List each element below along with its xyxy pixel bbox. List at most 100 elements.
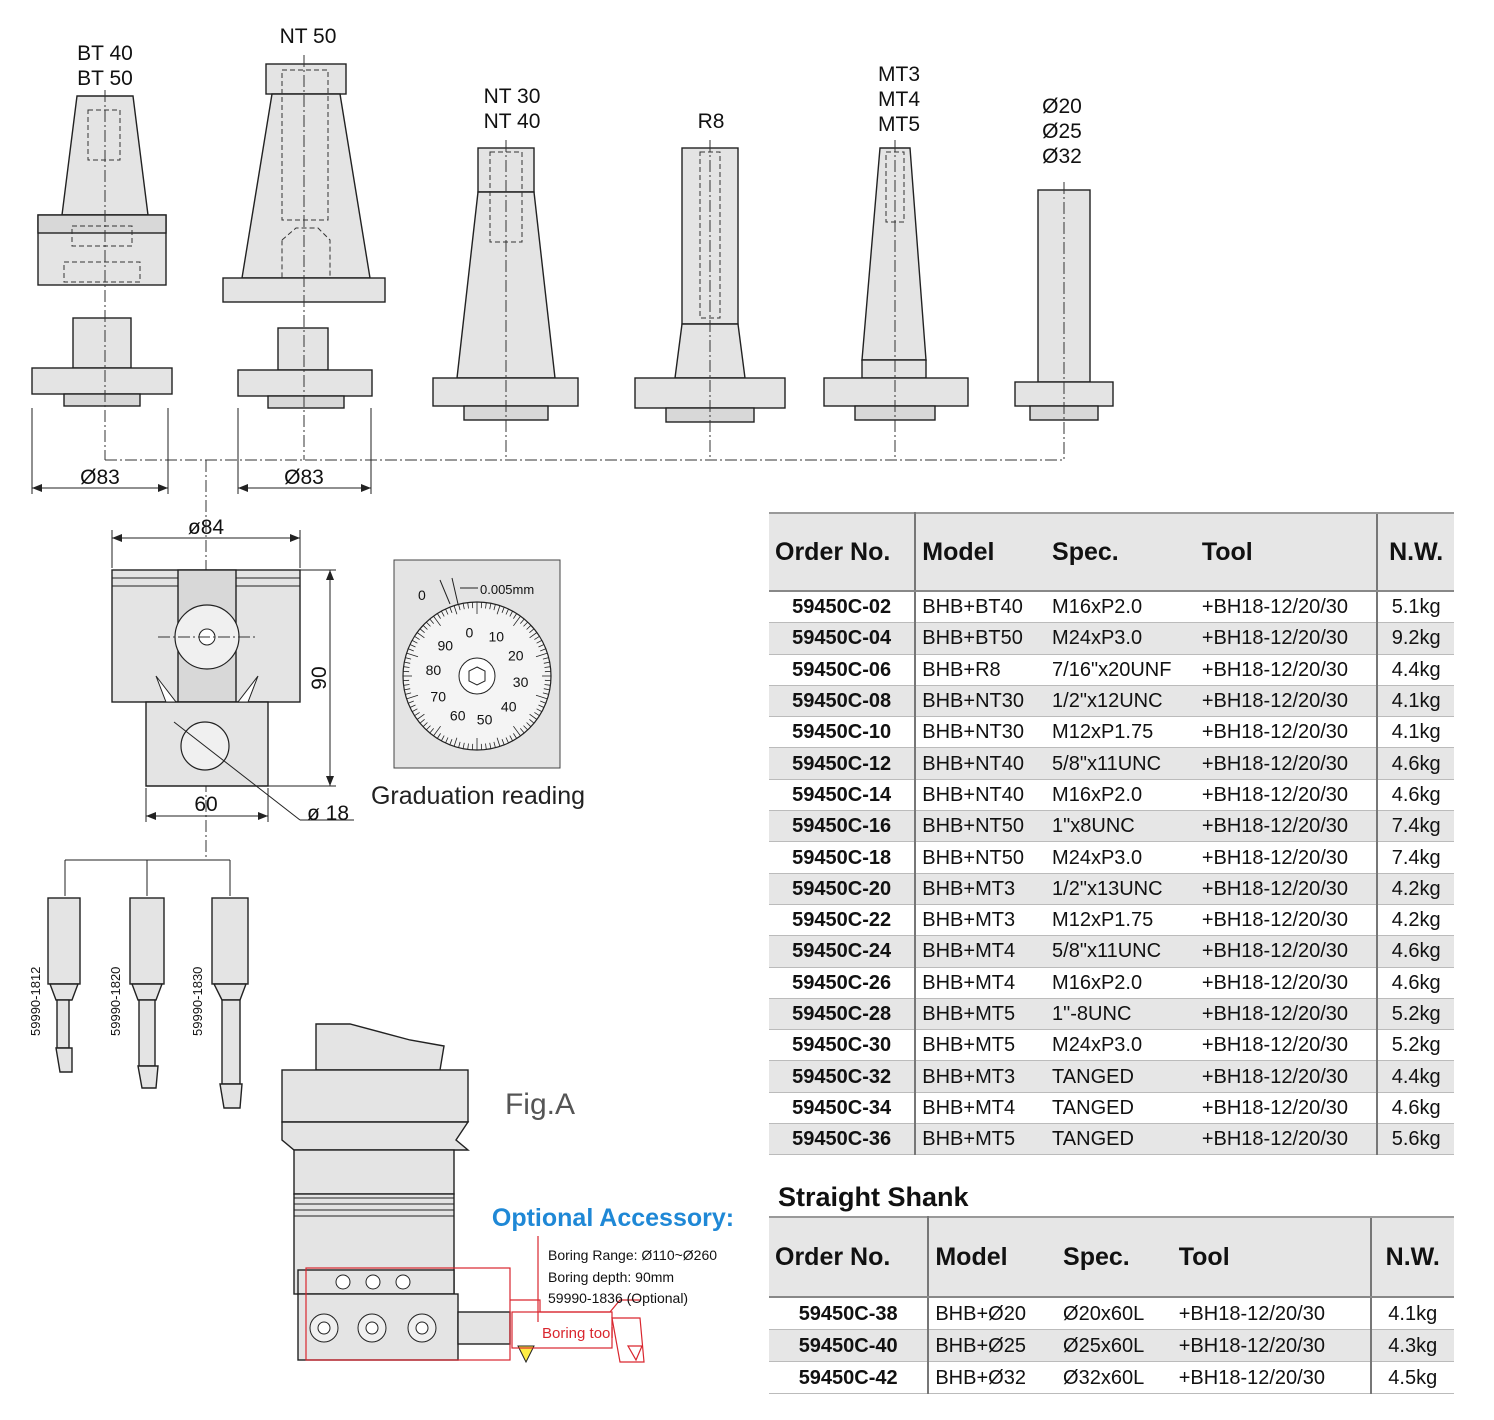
dial-tick xyxy=(405,657,412,660)
dial-tick xyxy=(406,652,419,658)
dial-tick xyxy=(449,607,453,613)
cell-model: BHB+MT3 xyxy=(915,1060,1047,1093)
nt50-shank xyxy=(222,55,386,460)
dial-tick xyxy=(445,608,449,615)
cell-spec: TANGED xyxy=(1046,1123,1196,1156)
dial-number: 60 xyxy=(450,708,466,724)
dial-tick xyxy=(513,615,521,627)
tool-1812 xyxy=(47,897,81,1073)
nt3040-shank xyxy=(432,140,579,460)
cell-nw: 4.2kg xyxy=(1376,873,1454,905)
col-model: Model xyxy=(915,512,1047,592)
cell-spec: M12xP1.75 xyxy=(1046,716,1196,749)
boring-tool-label: Boring tool xyxy=(542,1325,614,1342)
dial-number: 70 xyxy=(430,689,446,705)
dial-tick xyxy=(404,661,411,664)
cell-nw: 4.6kg xyxy=(1376,779,1454,812)
dial-ticks xyxy=(403,602,551,750)
cell-tool: +BH18-12/20/30 xyxy=(1195,716,1378,749)
dim-60 xyxy=(145,788,269,822)
graduation-title: Graduation reading xyxy=(371,782,585,810)
cell-spec: M24xP3.0 xyxy=(1046,622,1196,655)
dial-tick xyxy=(538,644,545,648)
dial-tick xyxy=(422,722,428,727)
dial-tick xyxy=(493,604,496,611)
dial-tick xyxy=(429,618,435,624)
col-nw: N.W. xyxy=(1369,1216,1454,1298)
cell-nw: 7.4kg xyxy=(1376,810,1454,843)
dial-tick xyxy=(426,621,431,627)
dial-tick xyxy=(543,661,550,664)
label-bt40: BT 40 xyxy=(77,42,133,65)
dim-90-text: 90 xyxy=(308,666,331,689)
dial-tick xyxy=(513,613,518,619)
dial-tick xyxy=(458,741,461,748)
col-spec: Spec. xyxy=(1046,512,1196,592)
dial-tick xyxy=(489,742,492,749)
cell-nw: 4.6kg xyxy=(1376,1092,1454,1125)
dial-tick xyxy=(538,704,545,708)
dial-tick xyxy=(416,713,425,720)
dial-tick xyxy=(542,657,549,660)
cell-nw: 4.2kg xyxy=(1376,904,1454,937)
dial-number: 20 xyxy=(508,647,524,663)
dial-tick xyxy=(529,713,538,720)
label-r8: R8 xyxy=(698,110,725,133)
dial-tick xyxy=(433,725,441,737)
cell-nw: 4.6kg xyxy=(1376,935,1454,968)
dim-83-right xyxy=(237,408,372,494)
dial-tick xyxy=(529,628,535,634)
dial-tick xyxy=(405,692,412,695)
dial-tick xyxy=(505,737,509,744)
dial-tick xyxy=(543,688,550,691)
cell-tool: +BH18-12/20/30 xyxy=(1195,841,1378,874)
straight-shank xyxy=(1014,182,1114,460)
dim-60-text: 60 xyxy=(194,793,217,816)
tool-1820-label: 59990-1820 xyxy=(108,967,123,1036)
cell-spec: 7/16"x20UNF xyxy=(1046,654,1196,686)
dial-tick xyxy=(509,735,513,741)
dial-tick xyxy=(408,648,414,652)
dial-tick xyxy=(493,741,496,748)
cell-order-no: 59450C-16 xyxy=(769,810,917,843)
col-order-no: Order No. xyxy=(769,1216,930,1298)
dial-number: 10 xyxy=(489,629,505,645)
col-model: Model xyxy=(928,1216,1058,1298)
dial-tick xyxy=(509,611,513,617)
cell-nw: 5.2kg xyxy=(1376,998,1454,1031)
dial-tick xyxy=(534,712,540,717)
dial-number: 90 xyxy=(438,637,454,653)
tool-1812-label: 59990-1812 xyxy=(28,967,43,1036)
cell-spec: M16xP2.0 xyxy=(1046,967,1196,999)
cell-model: BHB+MT5 xyxy=(915,1123,1047,1156)
cell-model: BHB+Ø32 xyxy=(928,1361,1058,1394)
cell-model: BHB+R8 xyxy=(915,654,1047,686)
dial-tick xyxy=(534,635,540,640)
tool-1830 xyxy=(211,897,249,1109)
dial-tick xyxy=(526,722,532,727)
dial-tick xyxy=(426,725,431,731)
dial-tick xyxy=(540,700,546,704)
dial-tick xyxy=(419,628,425,634)
dial-tick xyxy=(519,728,525,734)
cell-spec: Ø20x60L xyxy=(1057,1297,1173,1330)
order-table: Order No. Model Spec. Tool N.W. 59450C-0… xyxy=(769,512,1454,1156)
cell-nw: 4.6kg xyxy=(1376,747,1454,780)
dial-tick xyxy=(496,737,501,747)
dial-tick xyxy=(467,743,469,750)
dial-tick xyxy=(544,684,551,686)
dial-tick xyxy=(453,605,458,615)
cell-order-no: 59450C-02 xyxy=(769,591,917,624)
label-mt3: MT3 xyxy=(878,63,920,86)
cell-tool: +BH18-12/20/30 xyxy=(1172,1361,1371,1394)
tool-1830-label: 59990-1830 xyxy=(190,967,205,1036)
